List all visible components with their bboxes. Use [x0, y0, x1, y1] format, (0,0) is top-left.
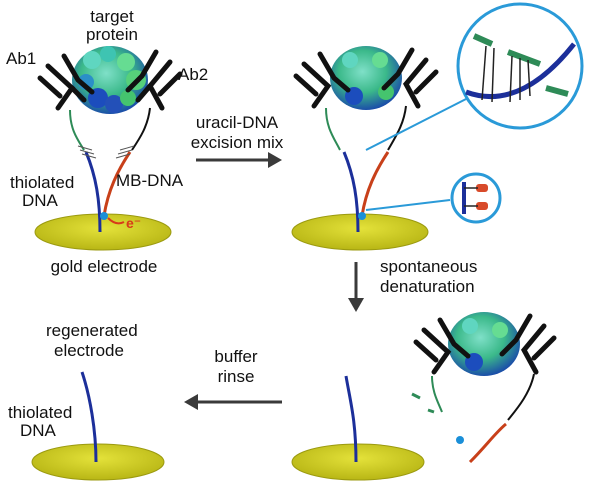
label-spontaneous-2: denaturation	[380, 277, 475, 296]
callout-zoom-small	[365, 172, 502, 224]
electron-arrow	[107, 217, 125, 225]
regenerated-dna	[80, 371, 98, 463]
antibody-ab2	[125, 49, 183, 111]
released-mb-tag	[456, 436, 464, 444]
panel-denatured	[291, 312, 557, 481]
label-buffer-2: rinse	[218, 367, 255, 386]
label-regenerated-2: electrode	[54, 341, 124, 360]
methylene-blue-tag	[100, 212, 108, 220]
panel-initial	[34, 46, 183, 251]
linker-black	[131, 107, 151, 151]
label-spontaneous-1: spontaneous	[380, 257, 477, 276]
thiolated-dna-strand	[84, 151, 102, 233]
thiolated-dna-2	[342, 151, 360, 233]
arrow-to-panel3	[348, 262, 364, 312]
label-thiolated-1: thiolated	[10, 173, 74, 192]
fragments	[411, 392, 435, 414]
target-protein-2	[330, 46, 402, 110]
antibody-ab1-2	[293, 51, 351, 109]
label-thiolated-b2: DNA	[20, 421, 57, 440]
linker-green-2	[325, 107, 341, 151]
label-electron: e⁻	[126, 215, 141, 231]
callout-zoom-large	[365, 2, 584, 151]
target-protein	[72, 46, 148, 114]
label-ab1: Ab1	[6, 49, 36, 68]
label-target-1: target	[90, 7, 134, 26]
label-mb-dna: MB-DNA	[116, 171, 184, 190]
panel-regenerated	[31, 371, 165, 481]
label-buffer-1: buffer	[214, 347, 258, 366]
methylene-blue-tag-2	[358, 212, 366, 220]
label-uracil-1: uracil-DNA	[196, 113, 279, 132]
label-target-2: protein	[86, 25, 138, 44]
panel-excised	[291, 46, 439, 251]
label-gold-electrode: gold electrode	[51, 257, 158, 276]
label-uracil-2: excision mix	[191, 133, 284, 152]
released-complex	[413, 312, 557, 421]
label-thiolated-2: DNA	[22, 191, 59, 210]
gold-electrode-disk-3	[291, 443, 425, 481]
linker-black-2	[387, 105, 407, 151]
antibody-ab1	[37, 53, 95, 111]
arrow-to-panel2	[196, 152, 282, 168]
released-mb-dna	[468, 422, 507, 464]
label-regenerated-1: regenerated	[46, 321, 138, 340]
gold-electrode-disk-4	[31, 443, 165, 481]
mb-dna-2	[360, 151, 390, 217]
arrow-to-panel4	[184, 394, 282, 410]
antibody-ab2-2	[381, 47, 439, 109]
hybrid-rungs	[77, 145, 135, 159]
freed-thiolated-dna	[344, 375, 358, 463]
linker-green	[69, 109, 85, 151]
mb-dna-strand	[102, 151, 132, 217]
label-ab2: Ab2	[178, 65, 208, 84]
label-thiolated-b1: thiolated	[8, 403, 72, 422]
